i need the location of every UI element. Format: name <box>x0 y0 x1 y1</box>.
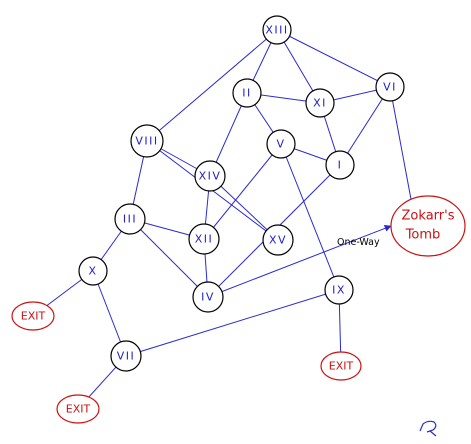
one-way-label: One-Way <box>337 237 380 248</box>
room-i[interactable]: I <box>325 150 355 180</box>
exit-bottom-left[interactable]: EXIT <box>56 394 100 424</box>
room-ix-label: IX <box>332 284 346 297</box>
exit-left-label: EXIT <box>21 310 46 323</box>
room-xii-label: XII <box>195 233 214 246</box>
room-viii[interactable]: VIII <box>130 124 164 158</box>
room-xi[interactable]: XI <box>305 88 335 118</box>
room-xiii-label: XIII <box>265 24 288 37</box>
edge-vii-ix <box>125 289 340 357</box>
room-ii-label: II <box>242 87 252 100</box>
edge-v-xii <box>203 143 282 240</box>
exit-left[interactable]: EXIT <box>11 301 55 331</box>
edge-vi-i <box>339 86 391 166</box>
scribble-mark <box>419 420 437 437</box>
room-xiii[interactable]: XIII <box>262 15 292 45</box>
tomb-label-line1: Zokarr's <box>402 209 455 224</box>
room-viii-label: VIII <box>135 135 158 148</box>
room-ix[interactable]: IX <box>324 275 354 305</box>
exit-bottom-label: EXIT <box>329 360 354 373</box>
room-xiv-label: XIV <box>199 170 222 183</box>
room-i-label: I <box>338 159 343 172</box>
edge-v-ix <box>280 143 340 291</box>
tomb-label-line2: Tomb <box>405 228 441 243</box>
room-iv-label: IV <box>201 291 215 304</box>
edge-iv-tomb-one-way <box>207 225 392 298</box>
special-nodes: Zokarr's Tomb EXIT EXIT EXIT <box>11 195 466 424</box>
edge-xiii-viii <box>146 29 278 142</box>
edge-xiii-vi <box>276 29 391 88</box>
zokarrs-tomb[interactable]: Zokarr's Tomb <box>390 195 466 257</box>
room-xv-label: XV <box>269 234 287 247</box>
room-x-label: X <box>88 265 97 278</box>
room-vii-label: VII <box>117 350 136 363</box>
connections <box>32 29 417 410</box>
room-vi-label: VI <box>383 81 397 94</box>
room-iii-label: III <box>123 213 137 226</box>
room-vii[interactable]: VII <box>110 340 142 372</box>
exit-bottom-left-label: EXIT <box>66 403 91 416</box>
room-vi[interactable]: VI <box>375 72 405 102</box>
room-xiv[interactable]: XIV <box>194 160 226 192</box>
room-x[interactable]: X <box>78 256 108 286</box>
exit-bottom[interactable]: EXIT <box>320 351 362 381</box>
room-iii[interactable]: III <box>114 203 146 235</box>
rooms: XIII II XI VI VIII V XIV I <box>78 15 405 372</box>
edge-iii-iv <box>129 218 209 298</box>
room-xi-label: XI <box>313 97 327 110</box>
room-v-label: V <box>276 138 285 151</box>
room-ii[interactable]: II <box>232 78 262 108</box>
room-xii[interactable]: XII <box>188 223 220 255</box>
room-v[interactable]: V <box>266 129 296 159</box>
room-iv[interactable]: IV <box>192 281 224 313</box>
room-xv[interactable]: XV <box>262 224 294 256</box>
